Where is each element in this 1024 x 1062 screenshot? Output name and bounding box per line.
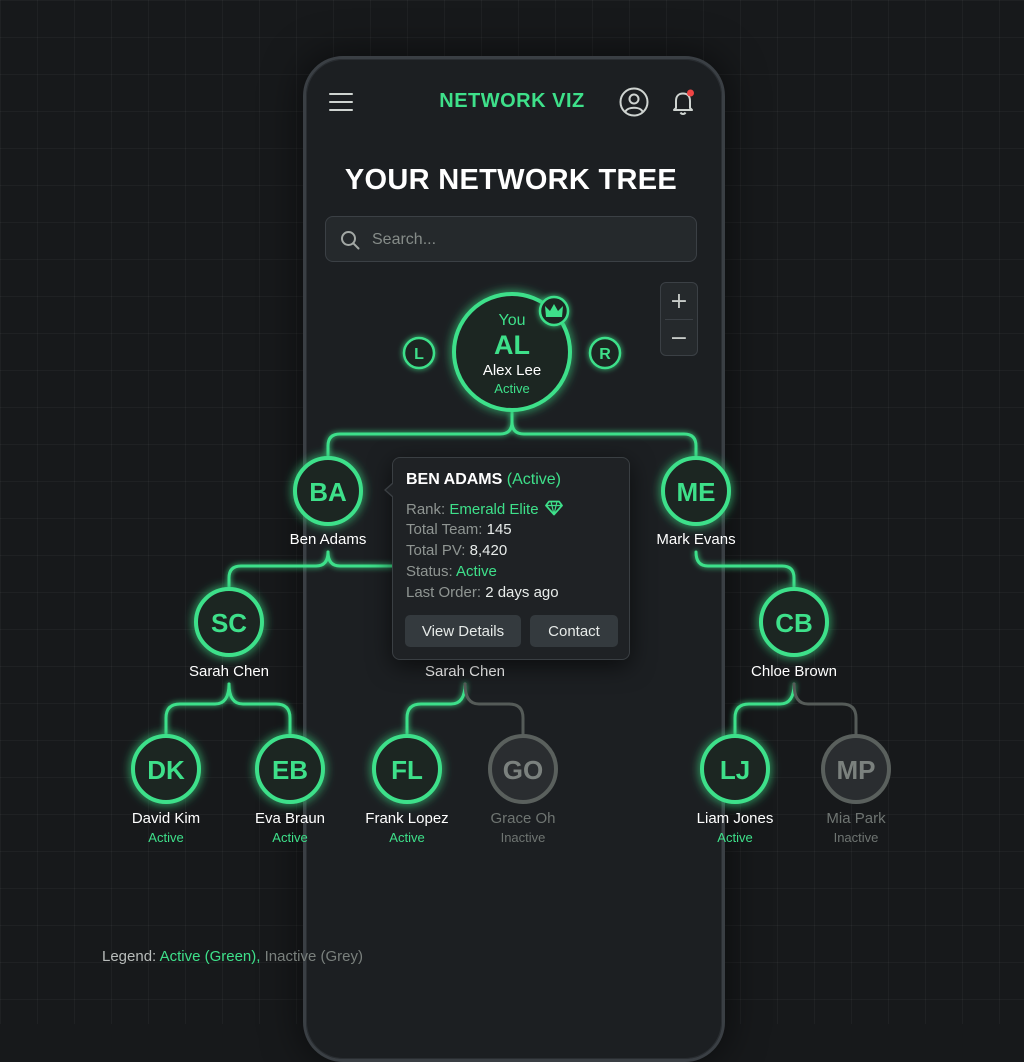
view-details-button[interactable]: View Details	[405, 615, 521, 647]
svg-text:ME: ME	[677, 477, 716, 507]
app-title: NETWORK VIZ	[439, 90, 585, 112]
zoom-control: + −	[660, 282, 698, 356]
svg-text:MP: MP	[837, 755, 876, 785]
node-ben-adams[interactable]: BA	[293, 456, 363, 526]
connector-sc-eb	[227, 682, 292, 737]
node-grace-oh[interactable]: GO	[488, 734, 558, 804]
node-status-david-kim: Active	[148, 830, 184, 845]
bell-icon[interactable]	[668, 86, 700, 118]
node-label-david-kim: David Kim	[131, 810, 201, 827]
root-status: Active	[494, 381, 529, 396]
node-label-chloe-brown: Chloe Brown	[751, 663, 837, 680]
node-label-sarah-chen: Sarah Chen	[188, 663, 270, 680]
node-sarah-chen[interactable]: SC	[194, 587, 264, 657]
svg-text:R: R	[599, 346, 611, 363]
root-prefix: You	[499, 312, 526, 329]
node-mark-evans[interactable]: ME	[661, 456, 731, 526]
node-chloe-brown[interactable]: CB	[759, 587, 829, 657]
hamburger-icon[interactable]	[329, 93, 353, 111]
svg-text:LJ: LJ	[720, 755, 750, 785]
member-tooltip: BEN ADAMS (Active) Rank: Emerald Elite T…	[384, 457, 630, 660]
node-label-grace-oh: Grace Oh	[490, 810, 556, 827]
svg-text:CB: CB	[775, 608, 813, 638]
node-label-eva-braun: Eva Braun	[254, 810, 326, 827]
tooltip-total-pv: Total PV: 8,420	[406, 542, 508, 559]
search-input[interactable]	[370, 217, 684, 263]
connector-sc-dk	[164, 682, 231, 737]
node-status-eva-braun: Active	[272, 830, 308, 845]
network-tree: You AL Alex Lee Active L R BA ME SC CB D…	[131, 292, 891, 804]
node-label-sarah-chen-2: Sarah Chen	[424, 663, 506, 680]
node-status-liam-jones: Active	[717, 830, 753, 845]
tooltip-status: Status: Active	[406, 563, 497, 580]
node-status-mia-park: Inactive	[833, 830, 879, 845]
tooltip-rank: Rank: Emerald Elite	[406, 500, 563, 518]
gem-icon	[544, 500, 563, 516]
svg-text:EB: EB	[272, 755, 308, 785]
contact-button[interactable]: Contact	[530, 615, 618, 647]
node-eva-braun[interactable]: EB	[255, 734, 325, 804]
node-liam-jones[interactable]: LJ	[700, 734, 770, 804]
node-mia-park[interactable]: MP	[821, 734, 891, 804]
connector-root-ba	[326, 410, 514, 458]
connector-me-cb	[694, 550, 796, 590]
node-label-mark-evans: Mark Evans	[656, 531, 736, 548]
node-label-liam-jones: Liam Jones	[696, 810, 774, 827]
connector-cb-mp	[792, 682, 858, 737]
connector-cb-lj	[733, 682, 796, 737]
node-label-ben-adams: Ben Adams	[289, 531, 367, 548]
zoom-in-button[interactable]: +	[661, 283, 697, 319]
notification-dot	[687, 89, 694, 97]
crown-icon	[538, 295, 570, 327]
connector-sc2-fl	[405, 682, 467, 737]
svg-text:SC: SC	[211, 608, 247, 638]
right-leg-badge[interactable]: R	[588, 336, 622, 370]
connector-sc2-go	[463, 682, 525, 737]
zoom-out-button[interactable]: −	[661, 320, 697, 356]
node-status-grace-oh: Inactive	[500, 830, 546, 845]
legend-active: Active (Green),	[159, 948, 261, 965]
svg-text:FL: FL	[391, 755, 423, 785]
tooltip-member-name: BEN ADAMS	[406, 471, 503, 488]
node-label-frank-lopez: Frank Lopez	[365, 810, 449, 827]
node-david-kim[interactable]: DK	[131, 734, 201, 804]
root-name: Alex Lee	[483, 362, 541, 379]
user-circle-icon[interactable]	[618, 86, 650, 118]
svg-text:BA: BA	[309, 477, 347, 507]
root-initials: AL	[494, 330, 530, 360]
svg-text:L: L	[414, 346, 424, 363]
page-title: YOUR NETWORK TREE	[344, 164, 678, 196]
legend-label: Legend:	[102, 948, 157, 965]
connector-root-me	[510, 420, 698, 458]
connector-ba-sc2	[326, 550, 394, 568]
legend-inactive: Inactive (Grey)	[264, 948, 363, 965]
search-icon	[341, 231, 360, 250]
search-bar	[325, 216, 697, 263]
svg-text:DK: DK	[147, 755, 185, 785]
node-status-frank-lopez: Active	[389, 830, 425, 845]
root-node[interactable]: You AL Alex Lee Active	[452, 292, 572, 412]
tooltip-member-status: (Active)	[506, 471, 561, 488]
tooltip-title: BEN ADAMS (Active)	[406, 471, 561, 489]
svg-text:GO: GO	[503, 755, 543, 785]
legend: Legend: Active (Green), Inactive (Grey)	[102, 948, 363, 965]
tooltip-total-team: Total Team: 145	[406, 521, 512, 538]
node-frank-lopez[interactable]: FL	[372, 734, 442, 804]
left-leg-badge[interactable]: L	[402, 336, 436, 370]
node-label-mia-park: Mia Park	[826, 810, 886, 827]
connector-ba-sc	[227, 550, 330, 590]
tooltip-last-order: Last Order: 2 days ago	[406, 584, 559, 601]
